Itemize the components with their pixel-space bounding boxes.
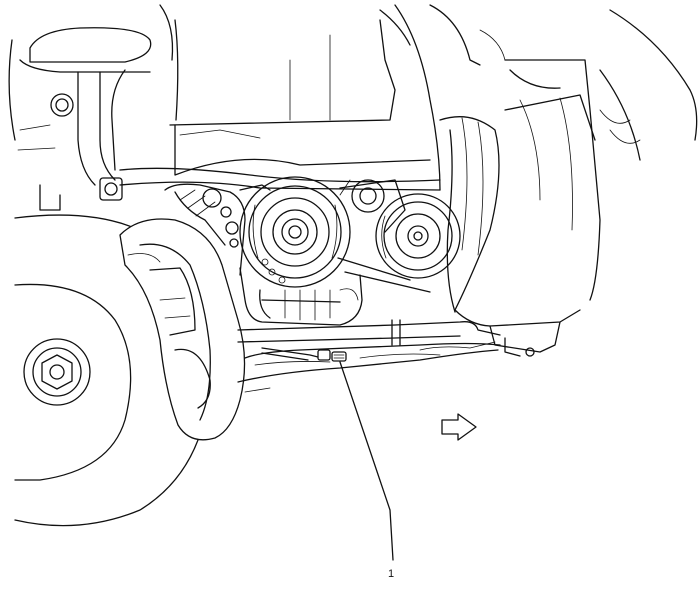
vehicle-body-outline bbox=[119, 19, 441, 191]
arrow-right-outline-icon bbox=[441, 413, 477, 441]
callout-leader-1 bbox=[339, 361, 394, 561]
callout-label-1: 1 bbox=[388, 568, 395, 580]
oxygen-sensor-harness bbox=[261, 347, 347, 362]
strut-assembly bbox=[8, 4, 179, 211]
engine-accessories bbox=[164, 183, 271, 276]
brake-caliper bbox=[119, 218, 246, 441]
oil-pan bbox=[239, 267, 363, 326]
tensioner-pulley bbox=[339, 179, 406, 233]
subframe bbox=[237, 319, 501, 393]
ac-compressor-pulley bbox=[239, 176, 351, 288]
idler-pulley bbox=[375, 193, 461, 279]
drive-belt bbox=[337, 179, 431, 293]
driveshaft-boot bbox=[379, 4, 698, 357]
